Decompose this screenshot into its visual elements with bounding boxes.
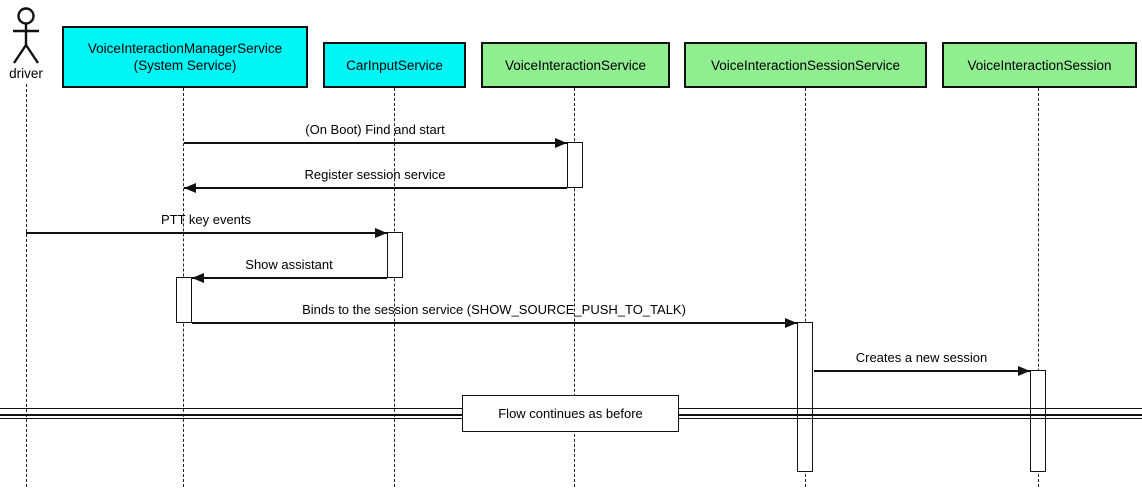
participant-label: VoiceInteractionSession bbox=[967, 57, 1112, 73]
activation-bar-car-input-service bbox=[386, 232, 403, 278]
participant-voice-interaction-session: VoiceInteractionSession bbox=[942, 42, 1137, 88]
message-label-ptt-key-events: PTT key events bbox=[160, 212, 252, 227]
arrowhead-left-icon bbox=[191, 272, 204, 283]
activation-bar-voice-interaction-session-service bbox=[796, 322, 813, 472]
lifeline-car-input-service bbox=[394, 88, 395, 487]
activation-bar-voice-interaction-service bbox=[566, 142, 583, 188]
message-label-binds-to-session-service: Binds to the session service (SHOW_SOURC… bbox=[302, 302, 686, 317]
arrowhead-right-icon bbox=[374, 227, 387, 238]
lifeline-voice-interaction-session bbox=[1038, 88, 1039, 487]
arrowhead-left-icon bbox=[183, 182, 196, 193]
arrowhead-right-icon bbox=[554, 137, 567, 148]
arrowhead-right-icon bbox=[784, 317, 797, 328]
lifeline-voice-interaction-service bbox=[574, 88, 575, 487]
stick-figure-icon bbox=[13, 7, 39, 64]
message-label-on-boot-find-and-start: (On Boot) Find and start bbox=[305, 122, 445, 137]
participant-label: CarInputService bbox=[346, 57, 443, 73]
participant-voice-interaction-service: VoiceInteractionService bbox=[481, 42, 670, 88]
arrowhead-right-icon bbox=[1018, 365, 1030, 376]
participant-voice-interaction-manager-service: VoiceInteractionManagerService (System S… bbox=[62, 26, 308, 88]
message-arrow-register-session-service bbox=[183, 182, 567, 193]
activation-bar-voice-interaction-session bbox=[1030, 370, 1046, 472]
activation-bar-voice-interaction-manager-service bbox=[175, 277, 192, 323]
message-arrow-on-boot-find-and-start bbox=[183, 137, 567, 148]
lifeline-voice-interaction-session-service bbox=[804, 88, 806, 487]
message-label-creates-a-new-session: Creates a new session bbox=[855, 350, 988, 365]
participant-label: VoiceInteractionSessionService bbox=[710, 57, 901, 73]
message-arrow-show-assistant bbox=[191, 272, 387, 283]
lifeline-driver bbox=[25, 84, 27, 487]
participant-sublabel: (System Service) bbox=[133, 58, 237, 73]
actor-driver-figure bbox=[9, 5, 43, 70]
message-arrow-ptt-key-events bbox=[26, 227, 387, 238]
divider-label: Flow continues as before bbox=[498, 406, 643, 421]
actor-driver-label: driver bbox=[9, 66, 43, 81]
divider-label-box: Flow continues as before bbox=[462, 395, 679, 432]
message-arrow-binds-to-session-service bbox=[191, 317, 797, 328]
participant-voice-interaction-session-service: VoiceInteractionSessionService bbox=[684, 42, 927, 88]
message-label-show-assistant: Show assistant bbox=[245, 257, 333, 272]
message-label-register-session-service: Register session service bbox=[304, 167, 446, 182]
participant-label: VoiceInteractionManagerService bbox=[87, 41, 283, 56]
participant-car-input-service: CarInputService bbox=[323, 42, 466, 88]
participant-label: VoiceInteractionService bbox=[504, 57, 647, 73]
message-arrow-creates-a-new-session bbox=[813, 365, 1030, 376]
